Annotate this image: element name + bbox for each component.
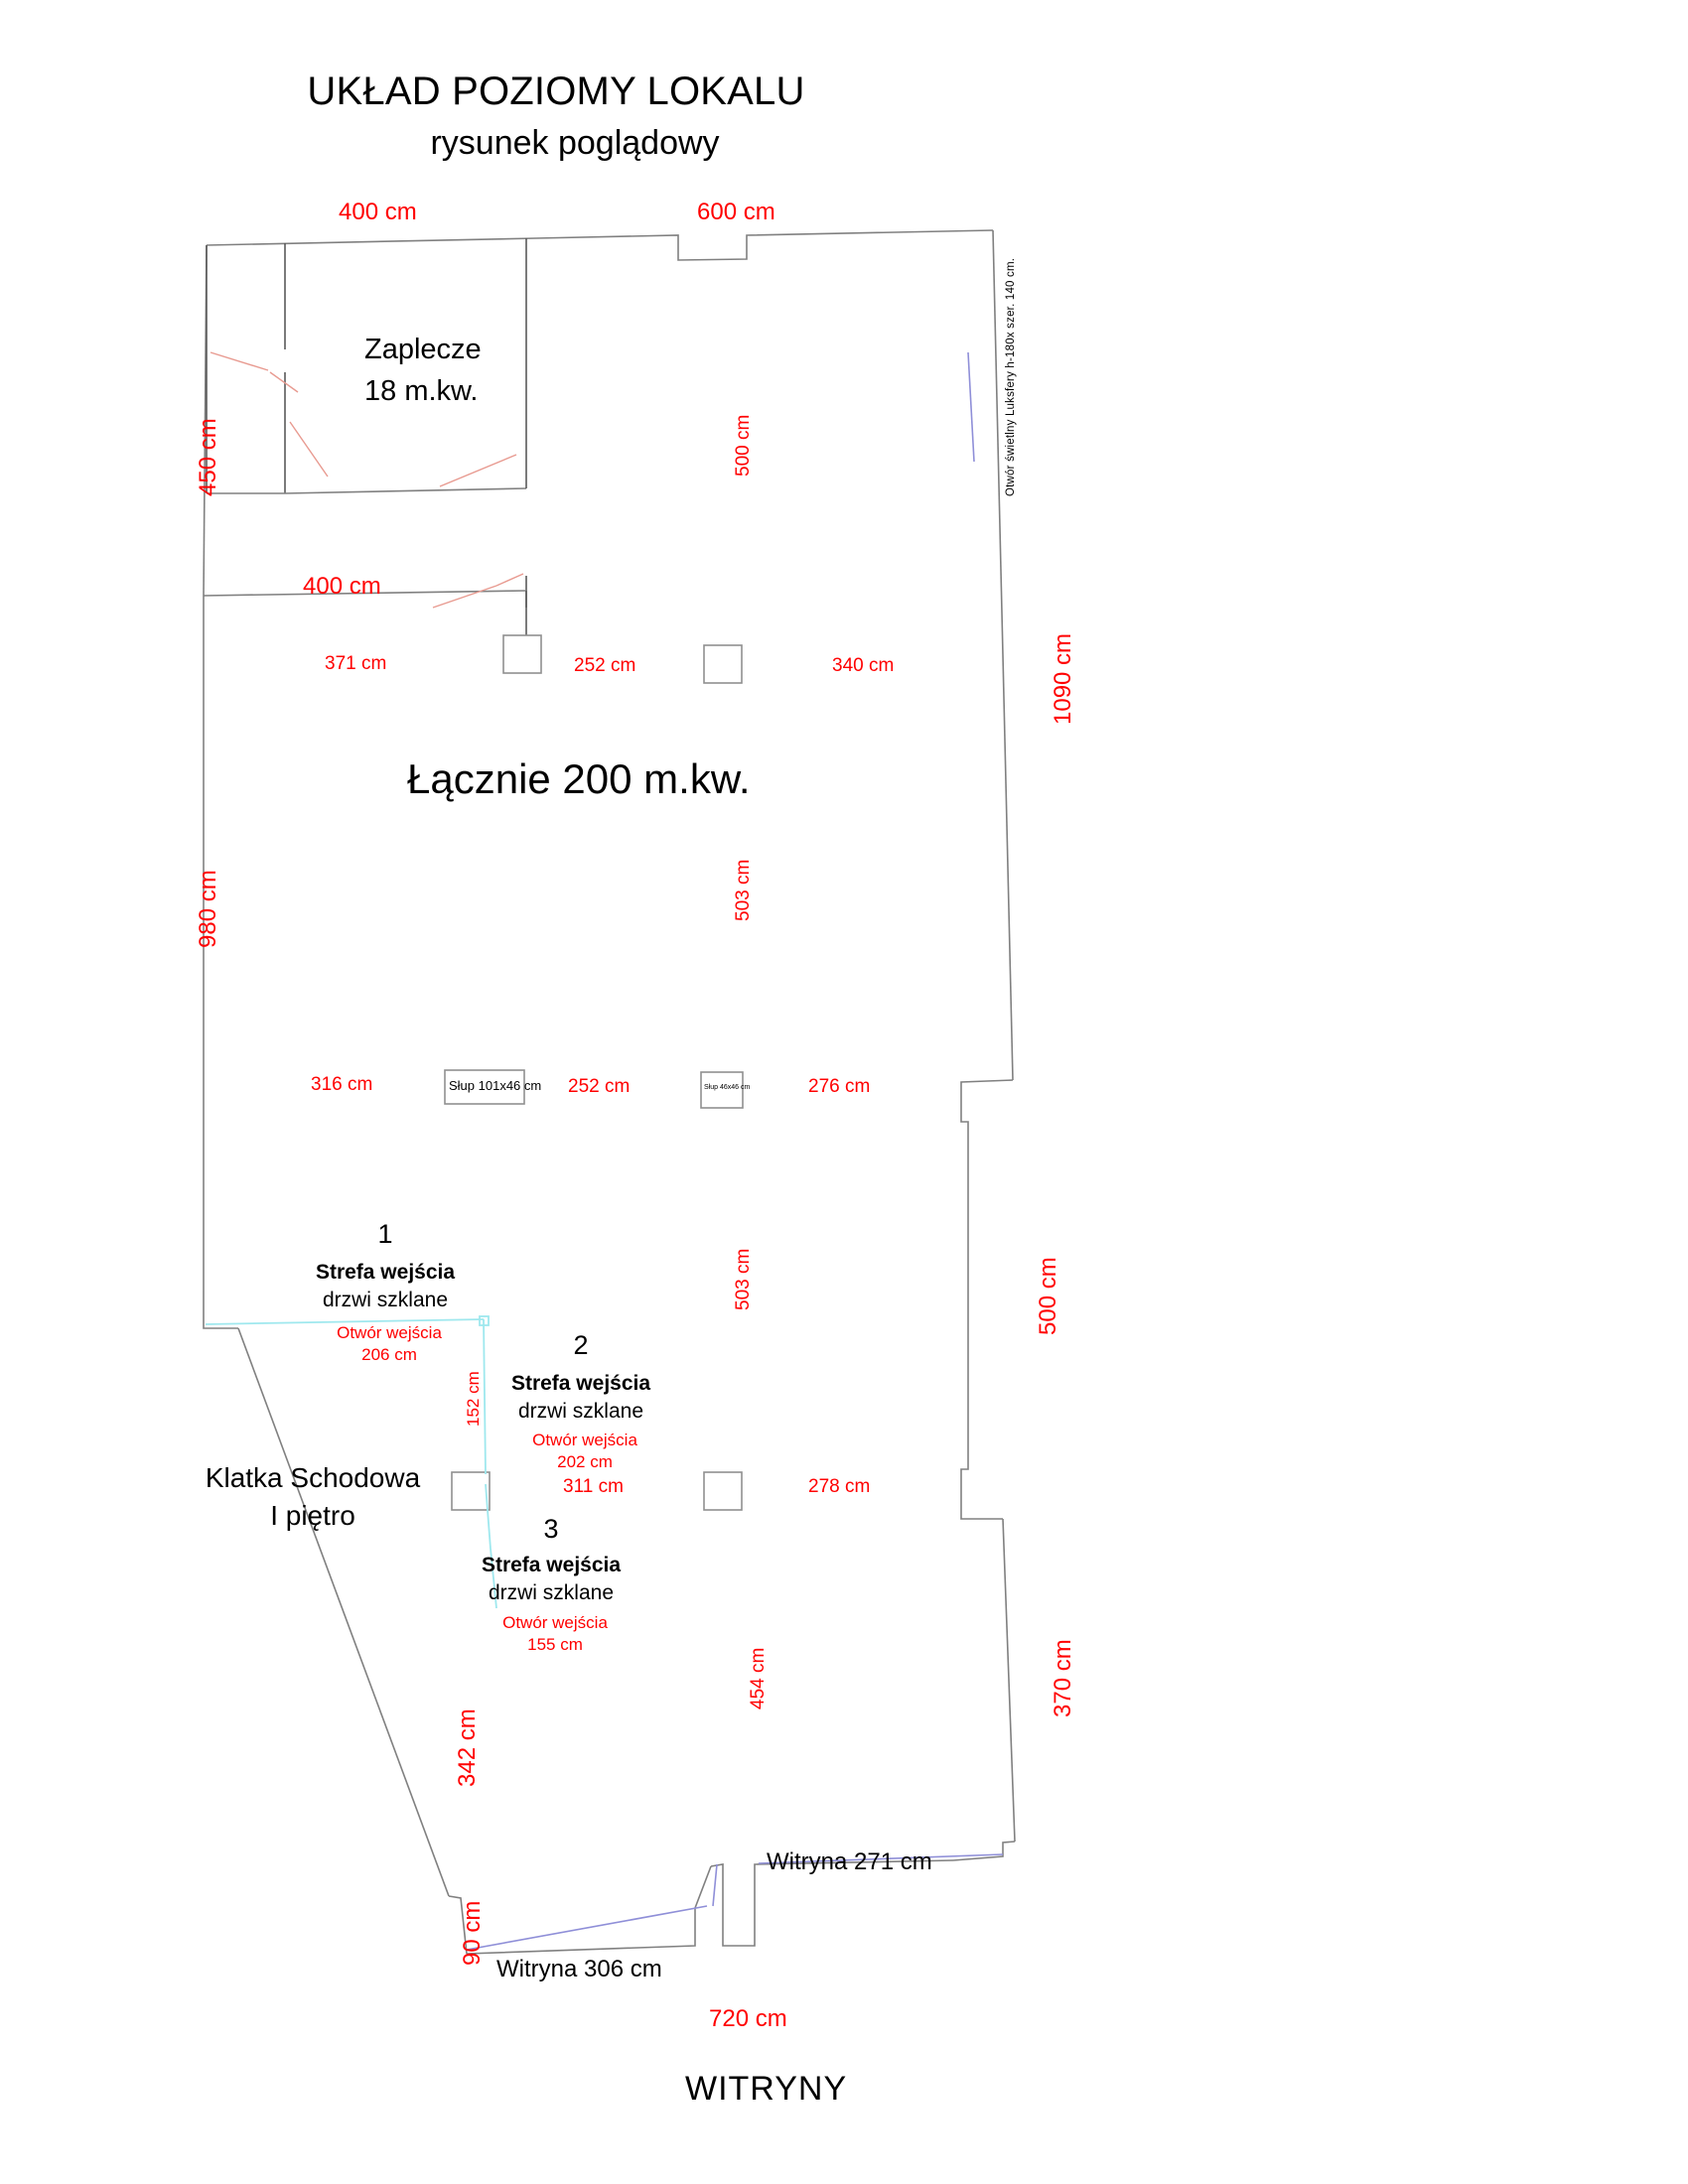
entrance-zone-3-opening-label: Otwór wejścia xyxy=(502,1613,608,1632)
shopfront-windows xyxy=(466,1853,1004,1951)
entrance-zone-1-opening-value: 206 cm xyxy=(361,1345,417,1364)
dimension-bottom-720: 720 cm xyxy=(709,2005,787,2032)
entrance-zone-2-subtitle: drzwi szklane xyxy=(517,1400,644,1423)
staircase-label-line2: I piętro xyxy=(270,1500,355,1531)
dimension-top-left: 400 cm xyxy=(339,199,417,225)
glass-entrance-walls xyxy=(205,1315,497,1609)
dimension-right-upper: 1090 cm xyxy=(1050,632,1076,725)
dimension-inner-400: 400 cm xyxy=(303,573,381,600)
room-area-zaplecze: 18 m.kw. xyxy=(364,375,479,407)
column-label-large: Słup 101x46 cm xyxy=(449,1078,542,1093)
dimension-inner-252-a: 252 cm xyxy=(574,655,636,676)
entrance-zone-2-title: Strefa wejścia xyxy=(510,1372,651,1395)
entrance-zone-3-opening-value: 155 cm xyxy=(527,1635,583,1654)
entrance-zone-1-title: Strefa wejścia xyxy=(315,1261,456,1284)
entrance-zone-3-number: 3 xyxy=(543,1514,559,1544)
back-room-door-swings xyxy=(210,351,524,609)
dimension-right-mid: 500 cm xyxy=(1035,1257,1061,1335)
dimension-vert-342: 342 cm xyxy=(454,1708,481,1787)
back-room-walls xyxy=(203,238,527,635)
columns xyxy=(444,1069,744,1109)
staircase-label-line1: Klatka Schodowa xyxy=(205,1462,421,1493)
inner-niche-boxes xyxy=(451,634,743,1511)
skylight-label: Otwór świetlny Luksfery h-180x szer. 140… xyxy=(1005,257,1017,496)
dimension-left-upper: 450 cm xyxy=(195,418,221,496)
entrance-zone-2-opening-value: 202 cm xyxy=(557,1452,613,1471)
dimension-inner-311: 311 cm xyxy=(563,1476,624,1497)
dimension-inner-278: 278 cm xyxy=(808,1476,871,1497)
dimension-vert-503-a: 503 cm xyxy=(733,859,754,921)
dimension-top-right: 600 cm xyxy=(697,199,775,225)
dimension-inner-276: 276 cm xyxy=(808,1076,871,1097)
shopfront-label-271: Witryna 271 cm xyxy=(767,1848,932,1875)
entrance-zone-3-title: Strefa wejścia xyxy=(481,1554,622,1576)
footer-caption: WITRYNY xyxy=(685,2070,848,2108)
dimension-vert-500: 500 cm xyxy=(733,414,754,477)
dimension-inner-252-b: 252 cm xyxy=(568,1076,631,1097)
outer-walls xyxy=(203,229,1016,1955)
entrance-zone-1-subtitle: drzwi szklane xyxy=(322,1289,449,1311)
column-label-small: Słup 46x46 cm xyxy=(704,1084,751,1091)
dimension-inner-340: 340 cm xyxy=(832,655,895,676)
dimension-vert-152: 152 cm xyxy=(464,1371,483,1427)
dimension-right-lower: 370 cm xyxy=(1050,1639,1076,1717)
entrance-zone-2-opening-label: Otwór wejścia xyxy=(532,1431,637,1449)
dimension-inner-316: 316 cm xyxy=(311,1074,373,1095)
entrance-zone-1-number: 1 xyxy=(377,1219,393,1249)
entrance-zone-1-opening-label: Otwór wejścia xyxy=(337,1323,442,1342)
dimension-vert-90: 90 cm xyxy=(459,1900,486,1966)
room-label-zaplecze: Zaplecze xyxy=(364,334,482,365)
page-title: UKŁAD POZIOMY LOKALU xyxy=(307,69,805,113)
skylight-opening xyxy=(967,351,975,463)
shopfront-label-306: Witryna 306 cm xyxy=(496,1956,662,1982)
dimension-inner-371: 371 cm xyxy=(325,653,387,674)
total-area-label: Łącznie 200 m.kw. xyxy=(407,755,751,802)
dimension-vert-454: 454 cm xyxy=(748,1647,769,1709)
dimension-left-lower: 980 cm xyxy=(195,870,221,948)
entrance-zone-2-number: 2 xyxy=(573,1330,589,1360)
page-subtitle: rysunek poglądowy xyxy=(430,124,720,162)
entrance-zone-3-subtitle: drzwi szklane xyxy=(488,1581,615,1604)
dimension-vert-503-b: 503 cm xyxy=(733,1248,754,1310)
